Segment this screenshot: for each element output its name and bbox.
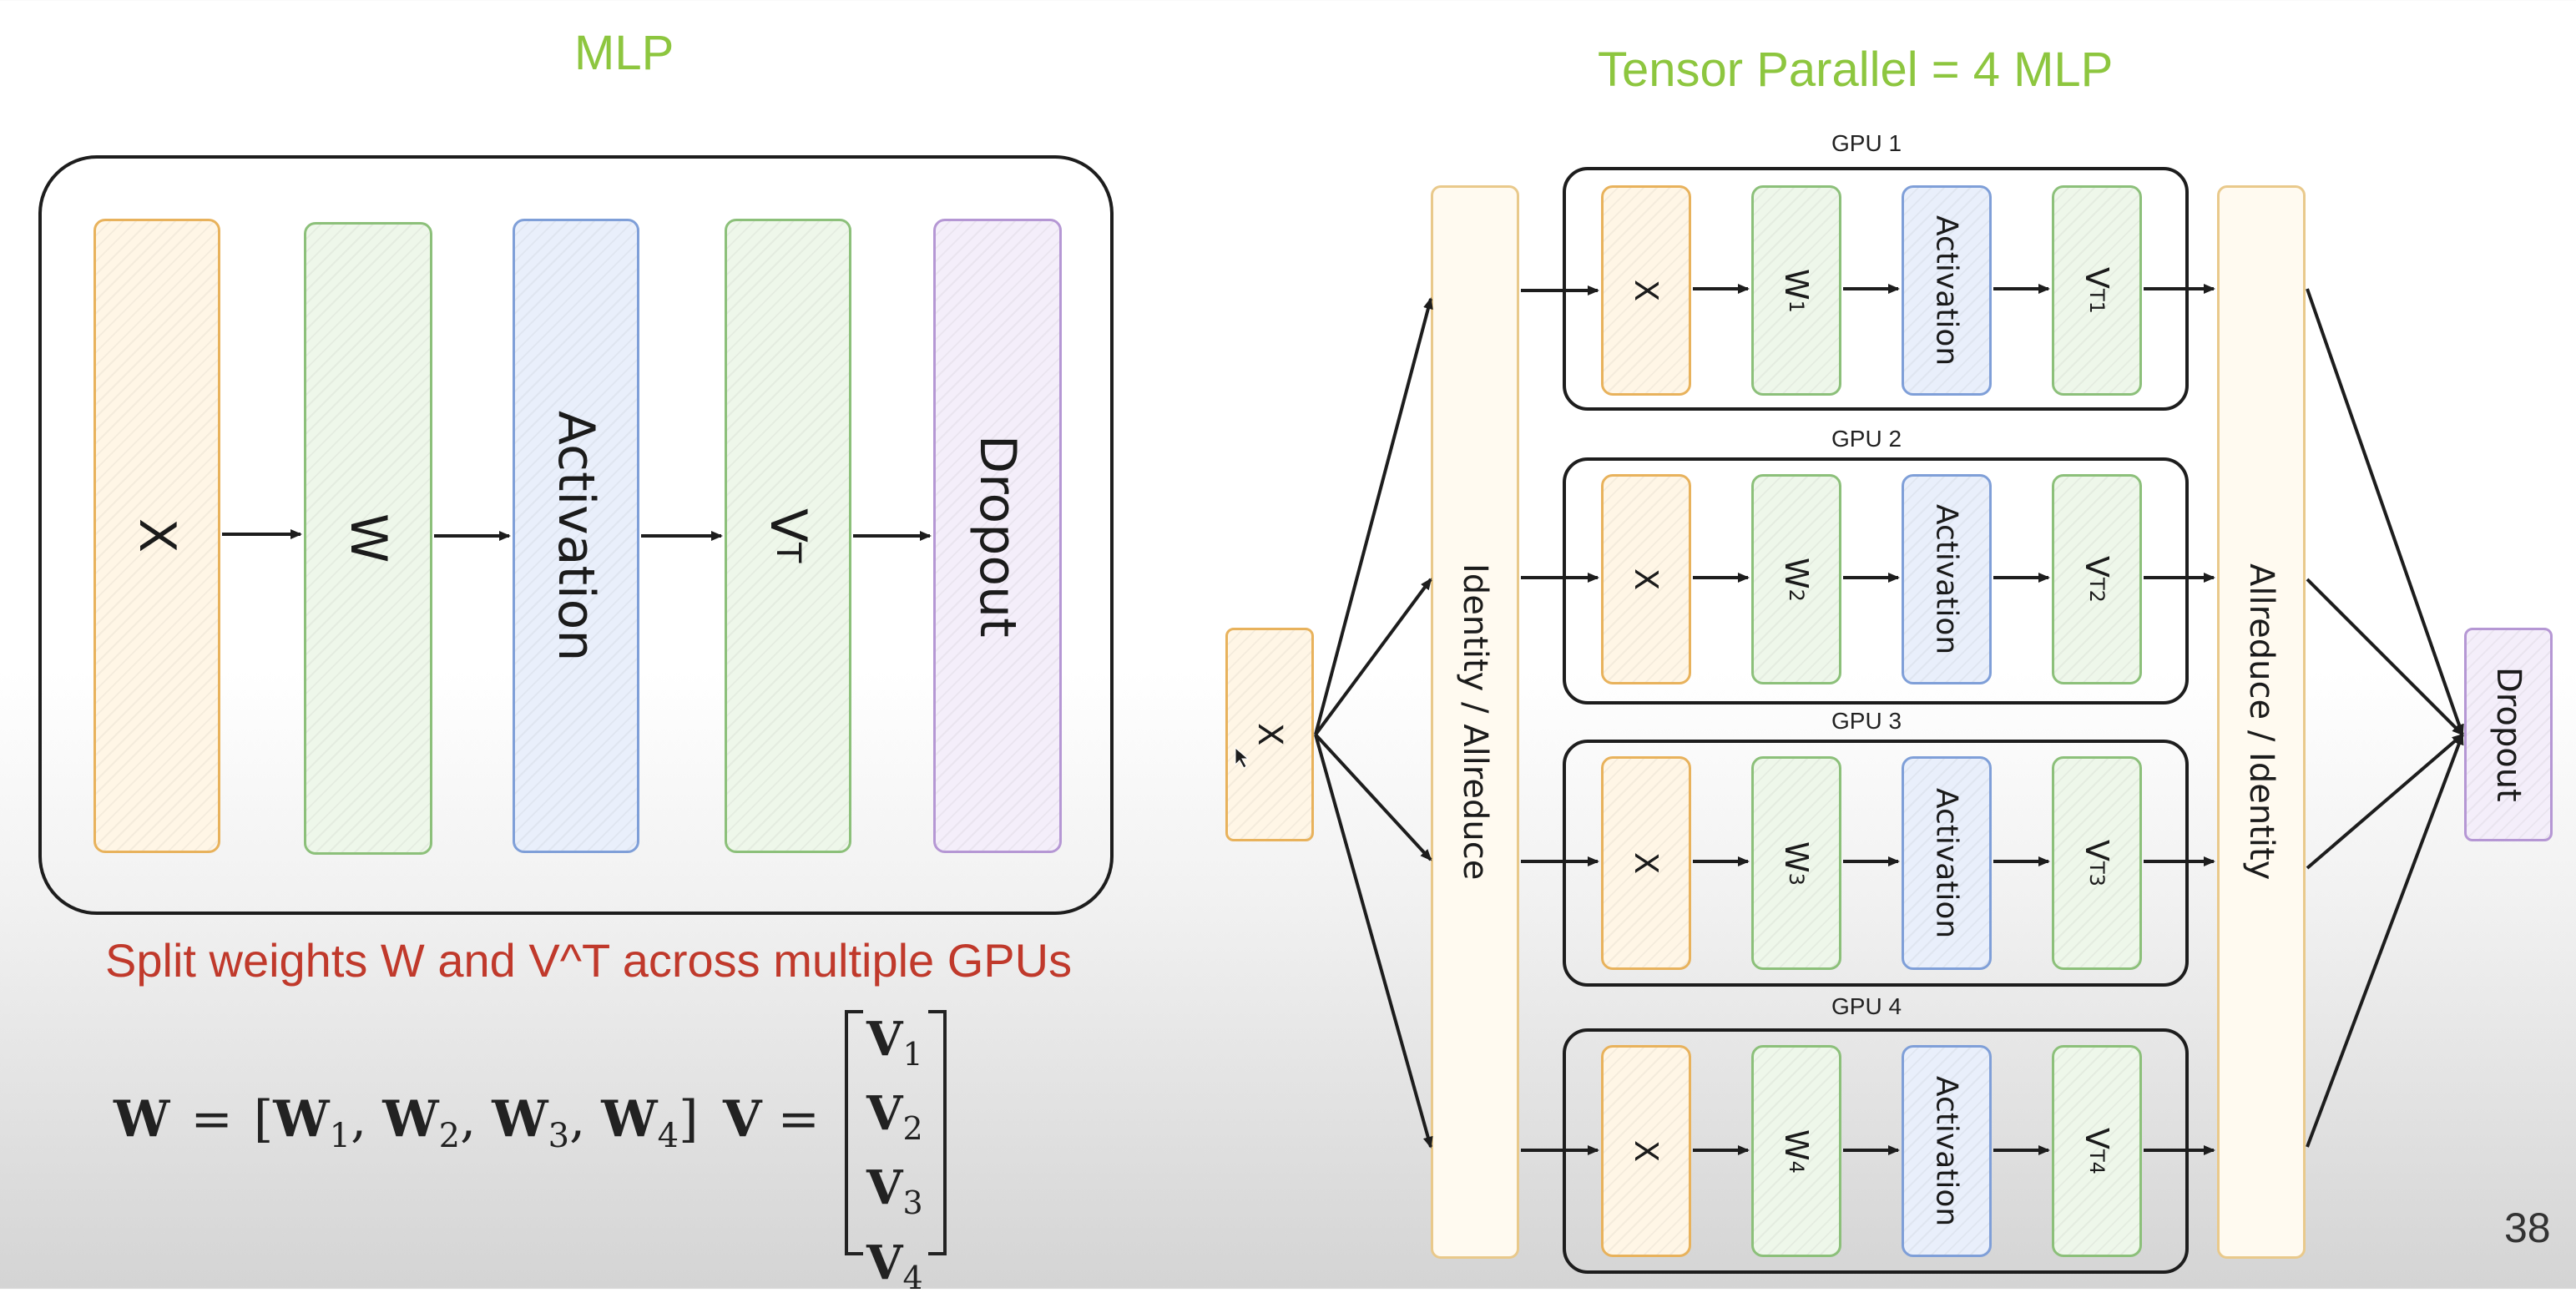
identity-allreduce-column: Identity / Allreduce [1431, 185, 1519, 1259]
gpu-3-label: GPU 3 [1831, 708, 1902, 734]
mlp-dropout-block: Dropout [933, 219, 1062, 853]
allreduce-identity-label: Allreduce / Identity [2242, 563, 2281, 881]
cursor-icon [1235, 746, 1250, 769]
mlp-w-block: W [304, 222, 432, 855]
mlp-vt-label: VT [759, 508, 817, 563]
mlp-dropout-label: Dropout [968, 434, 1027, 638]
gpu-2-x-label: X [1628, 568, 1664, 591]
gpu-2-w: W2 [1751, 474, 1841, 684]
gpu-1-x: X [1601, 185, 1691, 396]
gpu-3-activation: Activation [1902, 756, 1992, 970]
gpu-2-frame [1563, 457, 2189, 705]
mlp-x-label: X [128, 518, 186, 553]
fanin-arrow-3 [2306, 733, 2464, 870]
gpu-4-vt-label: VT4 [2078, 1128, 2115, 1174]
split-caption: Split weights W and V^T across multiple … [105, 934, 1073, 987]
gpu-1-activation-label: Activation [1929, 215, 1964, 366]
gpu-3-x-label: X [1628, 851, 1664, 875]
tp-title: Tensor Parallel = 4 MLP [1598, 43, 2114, 97]
page-number: 38 [2504, 1204, 2551, 1251]
gpu-2-w-label: W2 [1778, 557, 1815, 602]
gpu-3-vt: VT3 [2052, 756, 2142, 970]
fanin-arrow-2 [2306, 578, 2464, 736]
v-equation-lhs: V = [723, 1090, 820, 1149]
gpu-4-label: GPU 4 [1831, 993, 1902, 1019]
fanin-arrow-4 [2306, 733, 2464, 1148]
gpu-2-activation: Activation [1902, 474, 1992, 684]
tp-input-x: X [1225, 628, 1314, 841]
gpu-1-w: W1 [1751, 185, 1841, 396]
gpu-2-activation-label: Activation [1929, 503, 1964, 655]
identity-allreduce-label: Identity / Allreduce [1456, 563, 1494, 881]
gpu-3-w: W3 [1751, 756, 1841, 970]
fanin-arrow-1 [2306, 288, 2464, 736]
gpu-1-x-label: X [1628, 279, 1664, 302]
v-matrix-bracket-right [928, 1010, 947, 1255]
mlp-w-label: W [339, 513, 397, 563]
allreduce-identity-column: Allreduce / Identity [2217, 185, 2306, 1259]
gpu-3-w-label: W3 [1778, 841, 1815, 886]
gpu-3-activation-label: Activation [1929, 787, 1964, 939]
fanout-arrow-3 [1314, 733, 1432, 861]
gpu-2-label: GPU 2 [1831, 426, 1902, 452]
gpu-3-x: X [1601, 756, 1691, 970]
mlp-activation-block: Activation [513, 219, 639, 853]
v-matrix-rows: V1 V2 V3 V4 [866, 1012, 923, 1296]
tp-input-x-label: X [1250, 723, 1289, 746]
gpu-1-vt-label: VT1 [2078, 267, 2115, 314]
mlp-x-block: X [93, 219, 220, 853]
gpu-4-activation-label: Activation [1929, 1075, 1964, 1227]
fanout-arrow-2 [1314, 578, 1432, 736]
gpu-4-vt: VT4 [2052, 1045, 2142, 1257]
gpu-4-w-label: W4 [1778, 1129, 1815, 1174]
gpu-1-label: GPU 1 [1831, 130, 1902, 156]
fanout-arrow-1 [1314, 297, 1433, 735]
w-equation: W = [W1, W2, W3, W4] [114, 1090, 699, 1155]
fanout-arrow-4 [1314, 734, 1433, 1149]
gpu-4-w: W4 [1751, 1045, 1841, 1257]
gpu-1-activation: Activation [1902, 185, 1992, 396]
gpu-4-x-label: X [1628, 1139, 1664, 1163]
gpu-1-w-label: W1 [1778, 268, 1815, 313]
v-matrix-bracket-left [845, 1010, 863, 1255]
mlp-vt-block: VT [725, 219, 851, 853]
mlp-title: MLP [574, 26, 674, 80]
gpu-2-x: X [1601, 474, 1691, 684]
gpu-4-activation: Activation [1902, 1045, 1992, 1257]
gpu-3-vt-label: VT3 [2078, 840, 2115, 886]
mlp-frame [38, 155, 1114, 915]
mlp-activation-label: Activation [547, 410, 605, 662]
gpu-2-vt: VT2 [2052, 474, 2142, 684]
gpu-2-vt-label: VT2 [2078, 556, 2115, 603]
tp-output-dropout-label: Dropout [2489, 667, 2528, 802]
tp-output-dropout: Dropout [2464, 628, 2553, 841]
gpu-1-vt: VT1 [2052, 185, 2142, 396]
gpu-4-x: X [1601, 1045, 1691, 1257]
